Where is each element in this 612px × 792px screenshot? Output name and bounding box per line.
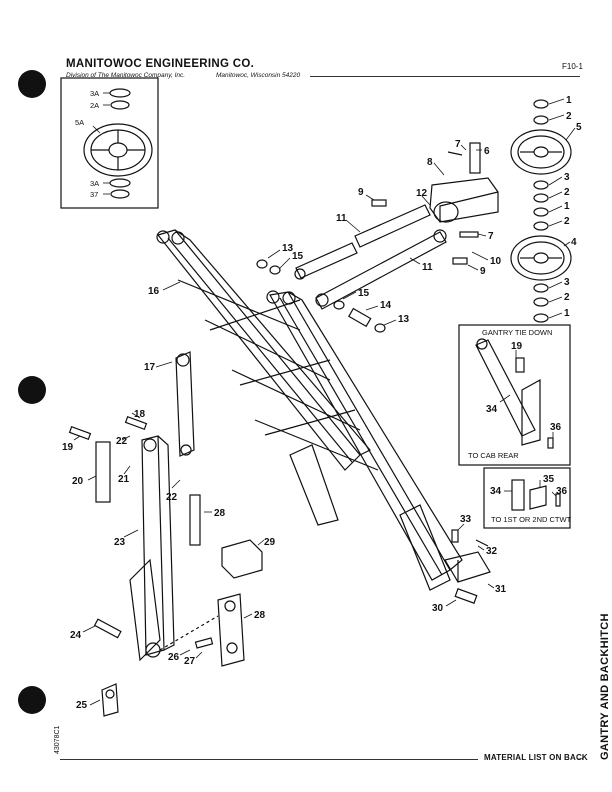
part-label-11-b: 11: [422, 262, 433, 273]
ctwt-drawing: [511, 479, 561, 511]
part-label-1-b: 1: [564, 201, 570, 212]
part-label-25: 25: [76, 700, 88, 711]
part-label-5: 5: [576, 122, 582, 133]
part-label-19-a: 19: [511, 341, 523, 352]
part-label-2a: 2A: [90, 101, 99, 110]
company-name: MANITOWOC ENGINEERING CO.: [66, 58, 255, 70]
side-title: GANTRY AND BACKHITCH: [599, 613, 611, 760]
binder-hole-top: [18, 70, 46, 98]
part-label-7-b: 7: [488, 231, 494, 242]
part-label-33: 33: [460, 514, 472, 525]
ctwt-caption: TO 1ST OR 2ND CTWT: [491, 515, 572, 524]
part-label-24: 24: [70, 630, 82, 641]
part-label-34-a: 34: [486, 404, 498, 415]
division-line: Division of The Manitowoc Company, Inc.: [66, 72, 186, 79]
ctwt-box: [483, 467, 571, 529]
part-label-9-a: 9: [358, 187, 364, 198]
part-label-2-b: 2: [564, 187, 570, 198]
gantry-tie-down-caption: GANTRY TIE DOWN: [482, 328, 552, 337]
gantry-leg-rear: [156, 229, 371, 526]
part-label-7-a: 7: [455, 139, 461, 150]
part-label-2-d: 2: [564, 292, 570, 303]
part-label-26: 26: [168, 652, 180, 663]
page-number: F10-1: [562, 62, 583, 71]
part-label-35: 35: [543, 474, 555, 485]
part-label-11-a: 11: [336, 213, 347, 224]
part-label-1-a: 1: [566, 95, 572, 106]
leader-lines: [73, 92, 576, 706]
clamp-29-28: [159, 539, 263, 667]
binder-hole-middle: [18, 376, 46, 404]
part-label-10: 10: [490, 256, 502, 267]
part-label-34-b: 34: [490, 486, 502, 497]
part-label-31: 31: [495, 584, 507, 595]
sheave-inset-box: [60, 77, 159, 209]
lower-sheave-stack: [510, 235, 572, 323]
part-label-28-b: 28: [254, 610, 266, 621]
part-label-30: 30: [432, 603, 444, 614]
part-label-6: 6: [484, 146, 490, 157]
part-label-16: 16: [148, 286, 160, 297]
part-label-37: 37: [90, 190, 98, 199]
part-label-28-a: 28: [214, 508, 226, 519]
plates-and-pins-left: [68, 415, 201, 717]
city-line: Manitowoc, Wisconsin 54220: [216, 72, 301, 79]
part-label-14: 14: [380, 300, 392, 311]
part-label-3-b: 3: [564, 277, 570, 288]
part-label-23: 23: [114, 537, 126, 548]
part-label-2-c: 2: [564, 216, 570, 227]
part-label-3a-bot: 3A: [90, 179, 99, 188]
part-label-20: 20: [72, 476, 84, 487]
gantry-tie-down-drawing: [475, 338, 554, 449]
part-label-22-b: 22: [166, 492, 178, 503]
part-label-27: 27: [184, 656, 196, 667]
part-label-9-b: 9: [480, 266, 486, 277]
part-label-15-b: 15: [358, 288, 370, 299]
part-label-13-a: 13: [282, 243, 294, 254]
part-label-8: 8: [427, 157, 433, 168]
arrow-right-icon: →: [576, 752, 585, 762]
upper-links: [294, 204, 447, 310]
part-label-36-b: 36: [556, 486, 568, 497]
part-label-3a-top: 3A: [90, 89, 99, 98]
document-code: 43078C1: [54, 725, 61, 754]
part-label-3-a: 3: [564, 172, 570, 183]
part-label-12: 12: [416, 188, 428, 199]
gantry-tie-down-box: [458, 324, 571, 466]
part-label-21: 21: [118, 474, 130, 485]
link-17: [175, 351, 195, 457]
footer-rule: [60, 759, 478, 760]
part-label-15-a: 15: [292, 251, 304, 262]
binder-hole-bottom: [18, 686, 46, 714]
part-label-4: 4: [571, 237, 577, 248]
header-rule: [310, 76, 580, 77]
part-label-18: 18: [134, 409, 146, 420]
part-label-13-b: 13: [398, 314, 410, 325]
material-list-note: MATERIAL LIST ON BACK: [484, 753, 588, 762]
bracket-31-30: [444, 529, 491, 604]
small-hardware: [256, 199, 479, 333]
part-label-5a: 5A: [75, 118, 84, 127]
part-label-17: 17: [144, 362, 156, 373]
part-label-29: 29: [264, 537, 276, 548]
part-label-19-b: 19: [62, 442, 74, 453]
to-cab-rear-caption: TO CAB REAR: [468, 451, 519, 460]
sheave-5a-drawing: [83, 88, 153, 199]
part-label-32: 32: [486, 546, 498, 557]
gantry-cross-braces: [177, 279, 379, 471]
part-label-2-a: 2: [566, 111, 572, 122]
gantry-head-drawing: [429, 142, 499, 223]
backhitch-main-strut: [129, 435, 175, 662]
gantry-leg-front: [266, 290, 463, 591]
part-label-22-a: 22: [116, 436, 128, 447]
part-label-1-c: 1: [564, 308, 570, 319]
part-label-36-a: 36: [550, 422, 562, 433]
upper-sheave-stack: [510, 99, 572, 231]
